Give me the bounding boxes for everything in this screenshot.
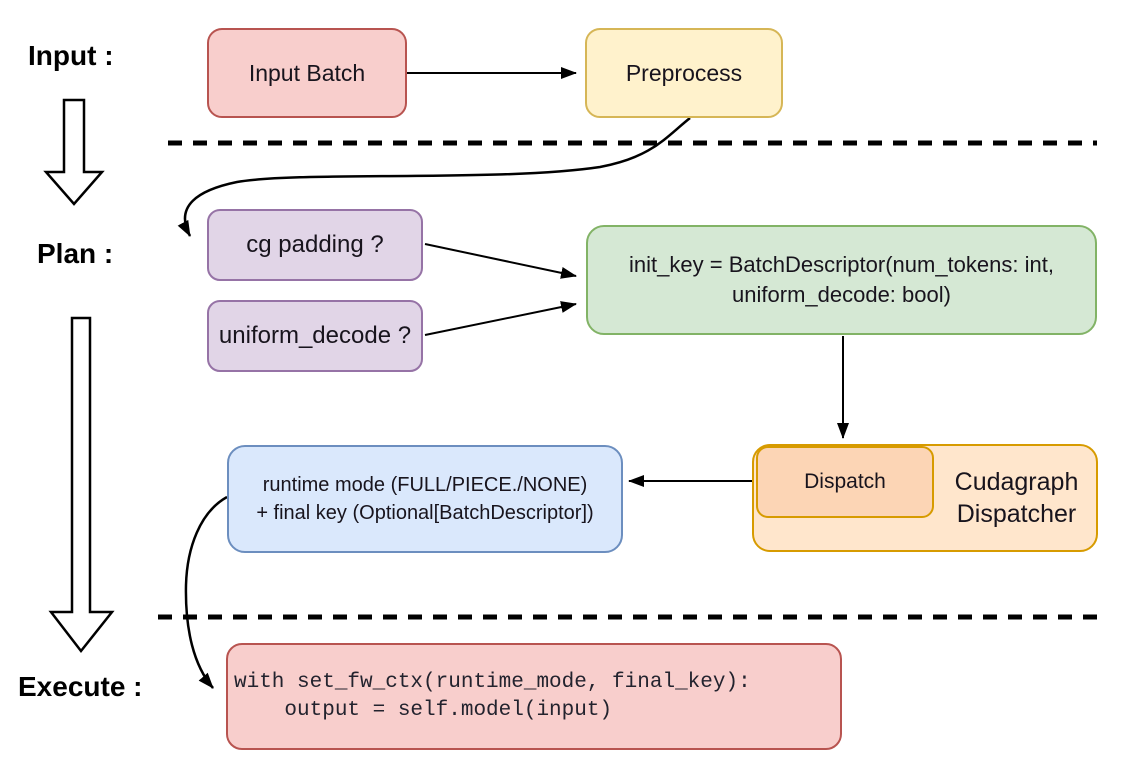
plan-stage-label: Plan : <box>37 238 114 269</box>
node-execute-code-line2: output = self.model(input) <box>234 698 613 722</box>
node-execute-code: with set_fw_ctx(runtime_mode, final_key)… <box>226 643 842 750</box>
node-cudagraph-line1: Cudagraph <box>954 468 1079 496</box>
node-input-batch: Input Batch <box>207 28 407 118</box>
node-init-key-line1: init_key = BatchDescriptor(num_tokens: i… <box>629 252 1054 277</box>
plan-stage-arrow <box>48 316 115 654</box>
node-runtime-mode: runtime mode (FULL/PIECE./NONE) + final … <box>227 445 623 553</box>
input-stage-arrow <box>43 98 105 206</box>
connector-cgpadding-to-initkey <box>424 243 577 279</box>
node-cg-padding: cg padding ? <box>207 209 423 281</box>
node-dispatch: Dispatch <box>756 446 934 518</box>
node-cudagraph-line2: Dispatcher <box>956 500 1077 528</box>
node-execute-code-line1: with set_fw_ctx(runtime_mode, final_key)… <box>234 670 751 694</box>
node-input-batch-label: Input Batch <box>248 59 366 86</box>
input-stage-label: Input : <box>28 40 114 71</box>
node-uniform-decode: uniform_decode ? <box>207 300 423 372</box>
node-runtime-mode-line1: runtime mode (FULL/PIECE./NONE) <box>262 474 588 496</box>
execute-stage-label: Execute : <box>18 671 143 702</box>
node-cudagraph-dispatcher-label: Cudagraph Dispatcher <box>935 446 1098 550</box>
node-runtime-mode-line2: + final key (Optional[BatchDescriptor]) <box>256 502 594 524</box>
node-uniform-decode-label: uniform_decode ? <box>218 322 412 349</box>
node-preprocess-label: Preprocess <box>625 59 743 86</box>
node-init-key-line2: uniform_decode: bool) <box>732 282 951 307</box>
node-cudagraph-dispatcher: Cudagraph Dispatcher Dispatch <box>752 444 1098 552</box>
connector-uniformdecode-to-initkey <box>424 301 577 336</box>
node-preprocess: Preprocess <box>585 28 783 118</box>
connector-runtimemode-to-executecode <box>184 495 228 689</box>
node-dispatch-label: Dispatch <box>804 470 886 493</box>
node-init-key: init_key = BatchDescriptor(num_tokens: i… <box>586 225 1097 335</box>
node-cg-padding-label: cg padding ? <box>246 231 384 258</box>
